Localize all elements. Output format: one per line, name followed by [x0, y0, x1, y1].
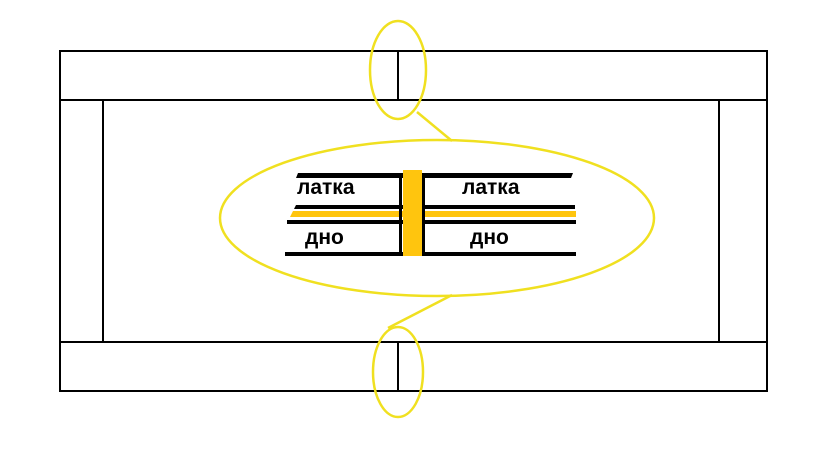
label-bottom-right: дно: [470, 226, 509, 249]
patch-bottom-edge: [294, 205, 575, 209]
label-bottom-left: дно: [305, 226, 344, 249]
bottom-top-edge: [287, 220, 576, 224]
bottom-connector: [387, 293, 453, 330]
adhesive-layer: [290, 211, 576, 217]
gap-right-edge: [422, 173, 425, 256]
detail-callout: [218, 138, 656, 298]
frame: [59, 50, 768, 392]
top-joint-highlight: [368, 19, 428, 121]
label-patch-right: латка: [462, 176, 520, 199]
top-connector: [416, 111, 453, 142]
callouts: [218, 19, 656, 419]
seam-fill: [403, 170, 422, 256]
patch-top-edge: [296, 173, 573, 178]
outer-frame: [59, 50, 768, 392]
label-patch-left: латка: [297, 176, 355, 199]
bottom-lower-edge: [285, 252, 576, 256]
bottom-joint-highlight: [371, 325, 425, 419]
joint-detail: латка латка дно дно: [285, 170, 576, 256]
gap-left-edge: [399, 173, 402, 256]
